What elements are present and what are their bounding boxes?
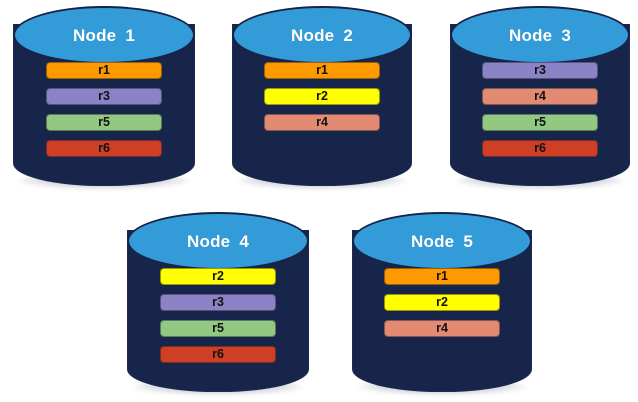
replica-label: r6 xyxy=(212,347,224,362)
replica-list: r3 r4 r5 r6 xyxy=(450,62,630,157)
replica-r4[interactable]: r4 xyxy=(264,114,380,131)
replica-r2[interactable]: r2 xyxy=(384,294,500,311)
replica-r2[interactable]: r2 xyxy=(264,88,380,105)
replica-label: r3 xyxy=(98,89,110,104)
replica-label: r5 xyxy=(212,321,224,336)
node-cylinder-top: Node 4 xyxy=(127,212,309,270)
replica-r3[interactable]: r3 xyxy=(159,294,277,311)
replica-r3[interactable]: r3 xyxy=(45,88,163,105)
replica-r1[interactable]: r1 xyxy=(384,268,500,285)
replica-r1[interactable]: r1 xyxy=(264,62,380,79)
node-number-text: 1 xyxy=(125,26,135,45)
node-label-text: Node xyxy=(187,232,231,251)
node-label-text: Node xyxy=(291,26,335,45)
replica-r2[interactable]: r2 xyxy=(159,268,277,285)
node-label-text: Node xyxy=(411,232,455,251)
replica-list: r1 r2 r4 xyxy=(352,268,532,337)
node-cylinder-top: Node 1 xyxy=(13,6,195,64)
node-number-text: 5 xyxy=(463,232,473,251)
replica-r6[interactable]: r6 xyxy=(482,140,598,157)
replica-r5[interactable]: r5 xyxy=(45,114,163,131)
replica-label: r5 xyxy=(534,115,546,130)
replica-label: r4 xyxy=(534,89,546,104)
node-cylinder-top: Node 5 xyxy=(352,212,532,270)
node-cylinder-top: Node 3 xyxy=(450,6,630,64)
database-node-4[interactable]: Node 4 r2 r3 r5 r6 xyxy=(127,212,309,395)
replica-label: r1 xyxy=(316,63,328,78)
database-node-3[interactable]: Node 3 r3 r4 r5 r6 xyxy=(450,6,630,189)
node-number-text: 4 xyxy=(239,232,249,251)
replica-label: r3 xyxy=(534,63,546,78)
replica-list: r1 r2 r4 xyxy=(232,62,412,131)
node-label-text: Node xyxy=(509,26,553,45)
replica-label: r3 xyxy=(212,295,224,310)
replica-label: r6 xyxy=(534,141,546,156)
node-title: Node 3 xyxy=(509,26,571,46)
node-title: Node 2 xyxy=(291,26,353,46)
replica-label: r1 xyxy=(98,63,110,78)
replica-r4[interactable]: r4 xyxy=(384,320,500,337)
replica-label: r5 xyxy=(98,115,110,130)
replica-r6[interactable]: r6 xyxy=(45,140,163,157)
replica-label: r4 xyxy=(436,321,448,336)
replica-r5[interactable]: r5 xyxy=(482,114,598,131)
replica-r5[interactable]: r5 xyxy=(159,320,277,337)
node-number-text: 3 xyxy=(561,26,571,45)
replica-label: r2 xyxy=(316,89,328,104)
replica-label: r2 xyxy=(436,295,448,310)
database-node-5[interactable]: Node 5 r1 r2 r4 xyxy=(352,212,532,395)
node-cylinder-top: Node 2 xyxy=(232,6,412,64)
replica-r1[interactable]: r1 xyxy=(45,62,163,79)
node-title: Node 4 xyxy=(187,232,249,252)
replica-r3[interactable]: r3 xyxy=(482,62,598,79)
replica-label: r1 xyxy=(436,269,448,284)
replica-list: r1 r3 r5 r6 xyxy=(13,62,195,157)
replica-label: r6 xyxy=(98,141,110,156)
replica-r6[interactable]: r6 xyxy=(159,346,277,363)
node-number-text: 2 xyxy=(343,26,353,45)
node-label-text: Node xyxy=(73,26,117,45)
node-title: Node 1 xyxy=(73,26,135,46)
node-title: Node 5 xyxy=(411,232,473,252)
database-node-1[interactable]: Node 1 r1 r3 r5 r6 xyxy=(13,6,195,189)
replica-label: r4 xyxy=(316,115,328,130)
replica-list: r2 r3 r5 r6 xyxy=(127,268,309,363)
database-node-2[interactable]: Node 2 r1 r2 r4 xyxy=(232,6,412,189)
replica-label: r2 xyxy=(212,269,224,284)
replica-r4[interactable]: r4 xyxy=(482,88,598,105)
